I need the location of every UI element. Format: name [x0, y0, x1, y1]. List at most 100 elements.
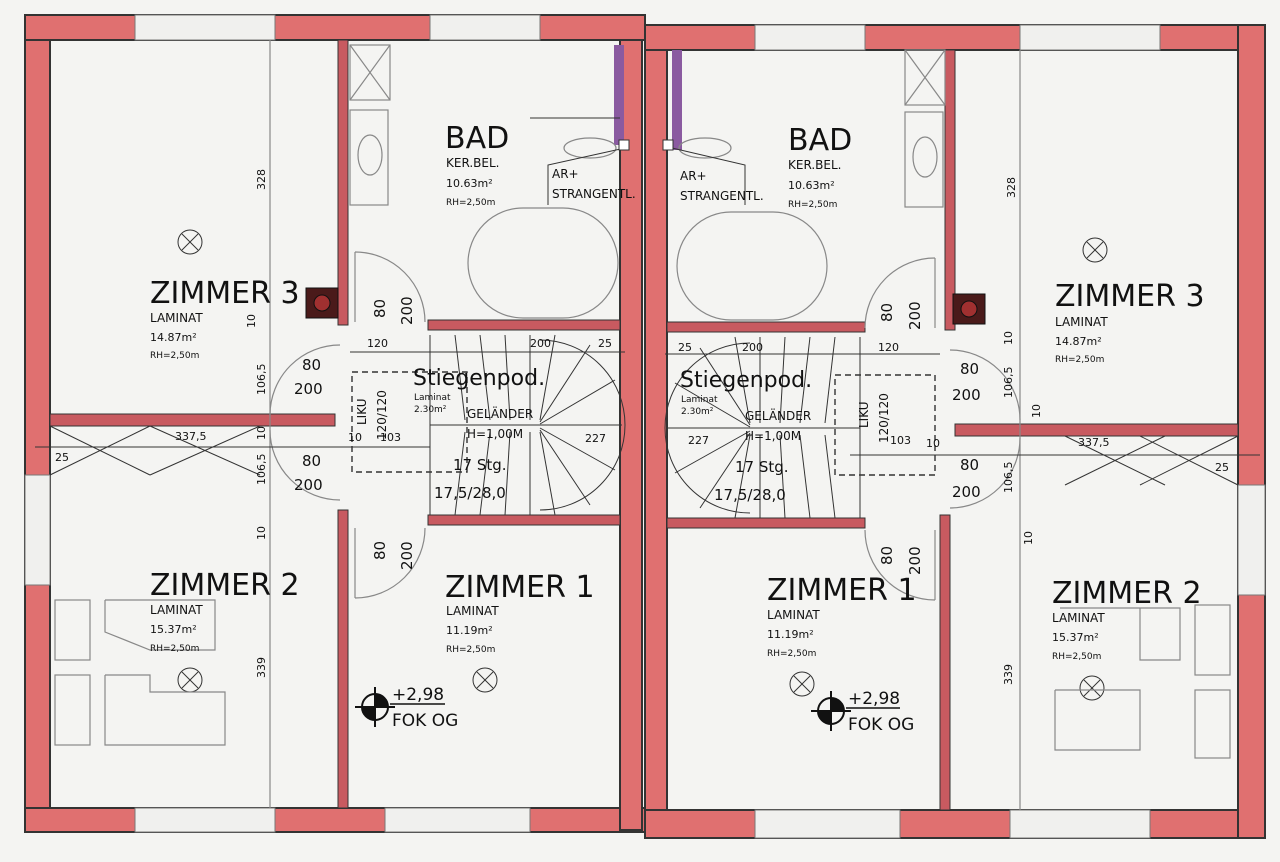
stair-area: 2.30m² [681, 407, 714, 417]
window-zimmer3 [134, 14, 276, 41]
wall-z1-top [427, 514, 621, 526]
dim-337-5: 337,5 [1078, 436, 1110, 449]
wall-z1-top [666, 517, 866, 529]
dim-200: 200 [742, 341, 763, 354]
dim-25: 25 [678, 341, 692, 354]
zimmer2-area: 15.37m² [150, 623, 197, 636]
ceiling-light-icon [1079, 675, 1105, 701]
bathtub-icon [467, 207, 619, 319]
dim-120: 120 [367, 337, 388, 350]
liku-size: 120/120 [375, 390, 389, 440]
outer-wall-right [1237, 24, 1266, 839]
dim-10: 10 [926, 437, 940, 450]
bed-icon [1194, 604, 1231, 676]
stair-steps: 17 Stg. [453, 456, 507, 474]
dim-25: 25 [598, 337, 612, 350]
zimmer3-rh: RH=2,50m [150, 351, 199, 361]
bad-area: 10.63m² [446, 177, 493, 190]
dim-10: 10 [1022, 531, 1035, 545]
window-zimmer2 [134, 807, 276, 833]
window-side [24, 474, 51, 586]
ceiling-light-icon [472, 667, 498, 693]
door-swing [864, 529, 936, 601]
unit-right: BAD KER.BEL. 10.63m² RH=2,50m AR+ STRANG… [644, 24, 1266, 839]
liku-shaft [834, 374, 936, 476]
wall-z1-left [337, 509, 349, 809]
wall-bad-left [337, 39, 349, 326]
zimmer1-rh: RH=2,50m [767, 649, 816, 659]
sink-counter [904, 111, 944, 208]
stair-material: Laminat [414, 393, 451, 403]
outer-wall-bottom [24, 807, 646, 833]
stair-name: Stiegenpod. [413, 366, 545, 391]
door-width: 80 [960, 360, 979, 378]
stair-railing-1: GELÄNDER [745, 408, 811, 423]
window-zimmer2 [1009, 809, 1151, 839]
bad-note-2: STRANGENTL. [680, 189, 764, 203]
stair-name: Stiegenpod. [680, 368, 812, 393]
dim-10: 10 [255, 426, 268, 440]
stair-railing-2: H=1,00M [467, 427, 523, 441]
zimmer2-name: ZIMMER 2 [150, 568, 300, 603]
dim-227: 227 [585, 432, 606, 445]
liku-shaft [351, 371, 468, 473]
ceiling-light-icon [177, 667, 203, 693]
window-bad [429, 14, 541, 41]
bed-icon [54, 599, 91, 661]
toilet-icon [678, 137, 732, 159]
door-swing [949, 349, 1021, 421]
ceiling-light-icon [1082, 237, 1108, 263]
door-width: 80 [371, 299, 389, 318]
dim-103: 103 [890, 434, 911, 447]
zimmer1-material: LAMINAT [767, 608, 820, 622]
dim-106-5: 106,5 [1002, 462, 1015, 494]
door-height: 200 [952, 483, 981, 501]
level-marker-icon [811, 691, 900, 731]
outer-wall-top [24, 14, 646, 41]
bad-note-1: AR+ [552, 167, 579, 181]
dim-25: 25 [1215, 461, 1229, 474]
zimmer1-material: LAMINAT [446, 604, 499, 618]
zimmer1-name: ZIMMER 1 [767, 573, 917, 608]
party-wall-left [619, 39, 643, 831]
outer-wall-left [24, 14, 51, 831]
zimmer1-rh: RH=2,50m [446, 645, 495, 655]
shaft-strip [672, 50, 682, 150]
shower-tray [904, 49, 946, 106]
dim-106-5: 106,5 [255, 364, 268, 396]
stair-area: 2.30m² [414, 405, 447, 415]
sink-icon [912, 136, 938, 178]
door-height: 200 [398, 296, 416, 325]
outer-wall-bottom [644, 809, 1266, 839]
staircase [350, 334, 626, 516]
bathtub-icon [676, 211, 828, 321]
door-width: 80 [371, 541, 389, 560]
stair-ratio: 17,5/28,0 [434, 484, 506, 502]
bad-rh: RH=2,50m [788, 200, 837, 210]
shaft-strip [614, 45, 624, 145]
zimmer2-rh: RH=2,50m [1052, 652, 1101, 662]
bad-area: 10.63m² [788, 179, 835, 192]
wall-bad-right [944, 49, 956, 331]
stair-railing-1: GELÄNDER [467, 406, 533, 421]
liku-label: LIKU [857, 401, 871, 428]
wall-z3-z2 [954, 423, 1239, 437]
bad-name: BAD [788, 123, 852, 158]
door-swing [269, 429, 341, 501]
dim-10: 10 [348, 431, 362, 444]
dim-106-5: 106,5 [1002, 367, 1015, 399]
stair-steps: 17 Stg. [735, 458, 789, 476]
door-swing [354, 527, 426, 599]
unit-left: BAD KER.BEL. 10.63m² RH=2,50m AR+ STRANG… [24, 14, 646, 833]
liku-size: 120/120 [877, 393, 891, 443]
dim-227: 227 [688, 434, 709, 447]
shaft-marker-icon [618, 139, 630, 151]
bad-note-1: AR+ [680, 169, 707, 183]
zimmer3-material: LAMINAT [150, 311, 203, 325]
zimmer3-name: ZIMMER 3 [1055, 279, 1205, 314]
fok-level: +2,98 [392, 685, 444, 705]
door-swing [864, 257, 936, 329]
fok-level: +2,98 [848, 689, 900, 709]
zimmer2-material: LAMINAT [1052, 611, 1105, 625]
